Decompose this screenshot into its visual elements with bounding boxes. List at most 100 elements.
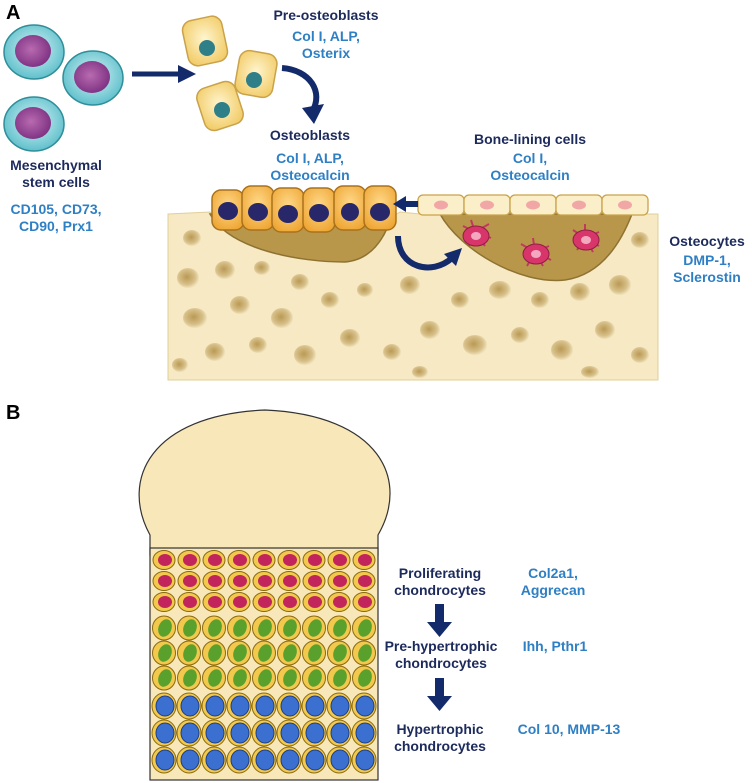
proliferating-chondrocyte [202, 592, 226, 612]
hypertrophic-chondrocyte [201, 746, 227, 774]
osteoblast-cell [333, 185, 367, 231]
arrow-preosteoblast-to-osteoblast [281, 65, 324, 124]
osteoblast-cell [271, 187, 305, 233]
stage-hypertrophic-label: Hypertrophic chondrocytes [394, 721, 486, 754]
proliferating-chondrocyte [152, 550, 176, 570]
stage-prehypertrophic-markers: Ihh, Pthr1 [522, 638, 588, 654]
prehypertrophic-chondrocyte [352, 640, 376, 666]
stage-prehypertrophic-label: Pre-hypertrophic chondrocytes [384, 638, 498, 671]
bonelining-markers: Col I, Osteocalcin [490, 150, 570, 183]
preosteoblast-cell [181, 15, 229, 67]
hypertrophic-chondrocyte [151, 746, 177, 774]
stage-proliferating-markers: Col2a1, Aggrecan [520, 565, 586, 598]
hypertrophic-chondrocyte [251, 746, 277, 774]
bonelining-row [417, 194, 649, 216]
hypertrophic-chondrocyte [226, 746, 252, 774]
prehypertrophic-chondrocyte [152, 665, 176, 691]
stage-proliferating-label: Proliferating chondrocytes [394, 565, 486, 598]
prehypertrophic-chondrocyte [302, 615, 326, 641]
hypertrophic-chondrocyte [251, 692, 277, 720]
hypertrophic-chondrocyte [326, 719, 352, 747]
hypertrophic-chondrocyte [151, 719, 177, 747]
hypertrophic-chondrocyte [226, 719, 252, 747]
prehypertrophic-chondrocyte [277, 615, 301, 641]
arrow-prehypertrophic-to-hypertrophic [427, 678, 452, 711]
arrow-proliferating-to-prehypertrophic [427, 604, 452, 637]
preosteoblast-markers: Col I, ALP, Osterix [292, 28, 360, 61]
panel-a-label: A [6, 2, 21, 24]
bonelining-cell [509, 194, 557, 216]
proliferating-chondrocyte [277, 550, 301, 570]
proliferating-chondrocyte [327, 592, 351, 612]
proliferating-chondrocyte [352, 571, 376, 591]
osteoblast-cell [211, 189, 245, 231]
prehypertrophic-chondrocyte [177, 615, 201, 641]
osteoblast-label: Osteoblasts [269, 127, 351, 143]
bonelining-label: Bone-lining cells [473, 131, 586, 147]
arrow-bonelining-to-osteoblast [393, 196, 418, 212]
hypertrophic-chondrocyte [301, 692, 327, 720]
proliferating-chondrocyte [227, 550, 251, 570]
msc-cell [3, 24, 65, 80]
proliferating-chondrocyte [302, 550, 326, 570]
preosteoblast-cell [196, 80, 244, 132]
msc-cell [3, 96, 65, 152]
bonelining-cell [463, 194, 511, 216]
proliferating-chondrocyte [177, 592, 201, 612]
prehypertrophic-chondrocyte [277, 640, 301, 666]
hypertrophic-chondrocyte [176, 746, 202, 774]
hypertrophic-chondrocyte [301, 719, 327, 747]
bonelining-cell [601, 194, 649, 216]
hypertrophic-chondrocyte [301, 746, 327, 774]
hypertrophic-chondrocyte [276, 692, 302, 720]
preosteoblast-label: Pre-osteoblasts [273, 7, 379, 23]
arrow-osteoblast-to-osteocyte [395, 235, 462, 271]
prehypertrophic-chondrocyte [352, 665, 376, 691]
proliferating-chondrocyte [302, 571, 326, 591]
hypertrophic-chondrocyte [276, 746, 302, 774]
prehypertrophic-chondrocyte [227, 665, 251, 691]
proliferating-chondrocyte [227, 571, 251, 591]
msc-cell [62, 50, 124, 106]
prehypertrophic-chondrocyte [252, 665, 276, 691]
osteoblast-cell [302, 187, 336, 233]
proliferating-chondrocyte [202, 550, 226, 570]
prehypertrophic-chondrocyte [152, 640, 176, 666]
proliferating-chondrocyte [252, 550, 276, 570]
prehypertrophic-chondrocyte [252, 640, 276, 666]
preosteoblast-cell [234, 49, 278, 99]
prehypertrophic-chondrocyte [277, 665, 301, 691]
hypertrophic-chondrocyte [351, 719, 377, 747]
prehypertrophic-chondrocyte [302, 640, 326, 666]
osteocyte-cell [462, 219, 492, 247]
proliferating-chondrocyte [227, 592, 251, 612]
prehypertrophic-chondrocyte [202, 640, 226, 666]
prehypertrophic-chondrocyte [227, 615, 251, 641]
hypertrophic-chondrocyte [251, 719, 277, 747]
osteoblast-cell [241, 185, 275, 231]
prehypertrophic-chondrocyte [327, 640, 351, 666]
osteocyte-cell [572, 224, 600, 253]
prehypertrophic-chondrocyte [202, 665, 226, 691]
prehypertrophic-chondrocyte [202, 615, 226, 641]
prehypertrophic-chondrocyte [302, 665, 326, 691]
prehypertrophic-chondrocyte [177, 665, 201, 691]
prehypertrophic-chondrocyte [327, 665, 351, 691]
hypertrophic-chondrocyte [276, 719, 302, 747]
hypertrophic-chondrocyte [351, 692, 377, 720]
proliferating-chondrocyte [252, 592, 276, 612]
proliferating-chondrocyte [152, 592, 176, 612]
hypertrophic-chondrocyte [351, 746, 377, 774]
proliferating-chondrocyte [352, 592, 376, 612]
prehypertrophic-chondrocyte [152, 615, 176, 641]
prehypertrophic-chondrocyte [177, 640, 201, 666]
proliferating-chondrocyte [252, 571, 276, 591]
hypertrophic-chondrocyte [326, 746, 352, 774]
panel-b-label: B [6, 402, 21, 424]
proliferating-chondrocyte [327, 571, 351, 591]
proliferating-chondrocyte [302, 592, 326, 612]
prehypertrophic-chondrocyte [327, 615, 351, 641]
osteocyte-label: Osteocytes [669, 233, 745, 249]
prehypertrophic-chondrocyte [227, 640, 251, 666]
